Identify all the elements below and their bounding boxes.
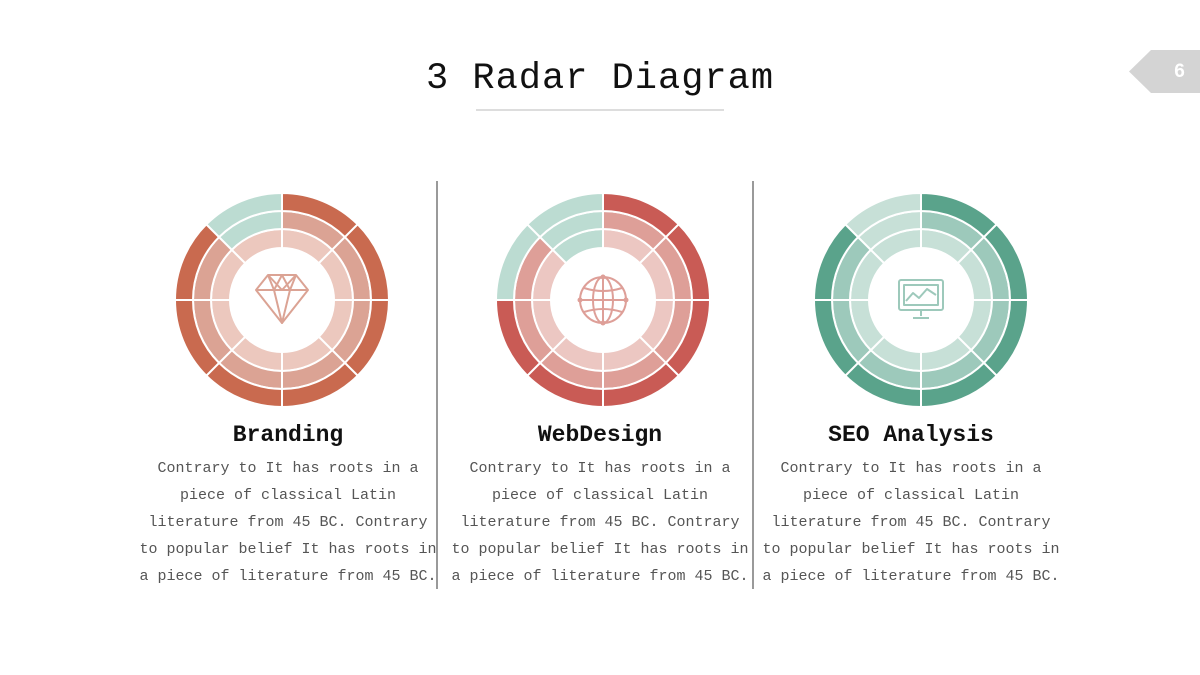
title-underline — [476, 109, 724, 111]
monitor-chart-icon — [898, 279, 944, 319]
page-number-badge: 6 — [1129, 50, 1200, 93]
column-text-webdesign: Contrary to It has roots in a piece of c… — [451, 460, 749, 585]
radar-segment-s8-outer — [843, 193, 922, 239]
globe-icon — [577, 274, 629, 326]
radar-diagram-branding — [175, 193, 389, 407]
column-heading-seo-analysis: SEO Analysis — [828, 422, 994, 448]
column-divider-2 — [752, 181, 754, 589]
radar-segment-s8-outer — [525, 193, 604, 239]
column-text-branding: Contrary to It has roots in a piece of c… — [139, 460, 437, 585]
page-number: 6 — [1174, 61, 1185, 82]
column-text-seo-analysis: Contrary to It has roots in a piece of c… — [762, 460, 1060, 585]
radar-segment-s8-outer — [204, 193, 283, 239]
column-divider-1 — [436, 181, 438, 589]
page-title: 3 Radar Diagram — [425, 58, 775, 100]
diamond-icon — [255, 274, 309, 324]
radar-diagram-seo-analysis — [814, 193, 1028, 407]
radar-diagram-webdesign — [496, 193, 710, 407]
column-heading-webdesign: WebDesign — [537, 422, 663, 448]
column-heading-branding: Branding — [232, 422, 344, 448]
